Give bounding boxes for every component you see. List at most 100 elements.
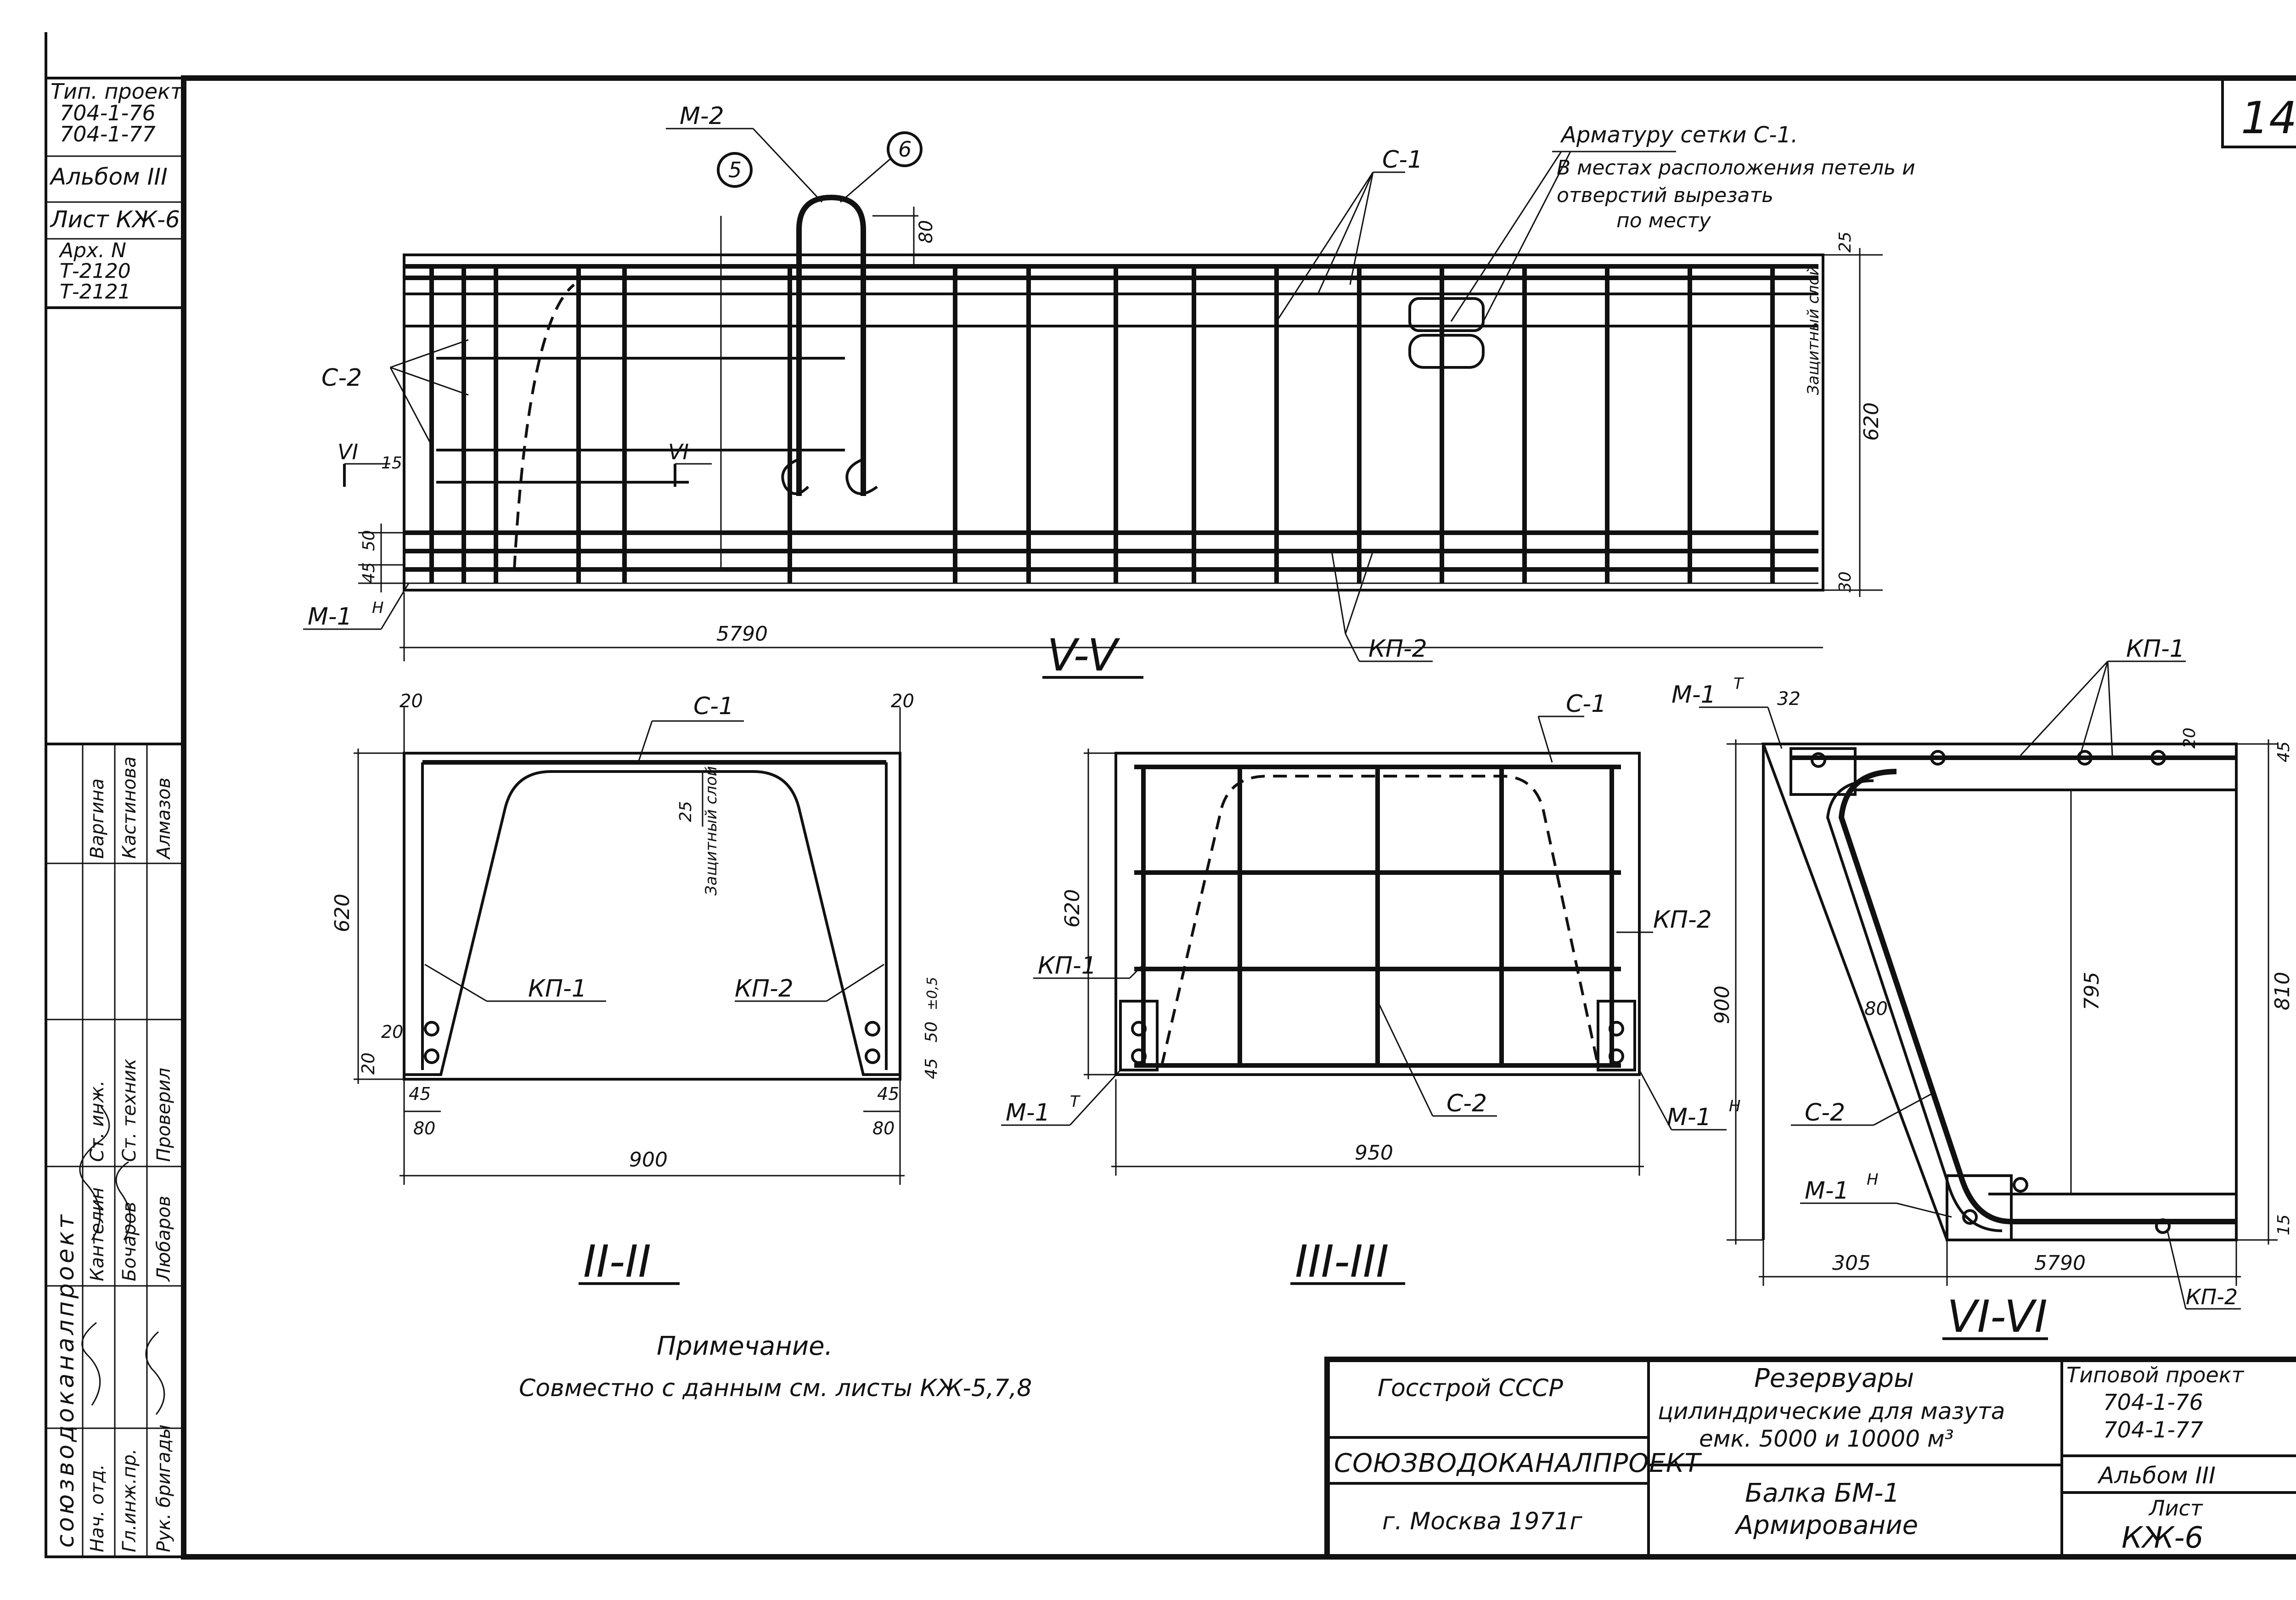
side-stamp-archive: Арх. N (58, 239, 126, 262)
title-project-line-2: цилиндрические для мазута (1658, 1398, 2005, 1425)
signature-scribble-4 (145, 1331, 165, 1415)
signature-position-2: Рук. бригады (153, 1425, 174, 1552)
title-album: Альбом III (2097, 1462, 2216, 1489)
v-note: Арматуру сетки С-1. В местах расположени… (1450, 122, 1915, 331)
vi-label-m1n-sup: Н (1867, 1171, 1879, 1189)
v-label-m1n-sup: Н (372, 599, 384, 617)
title-project-line-3: емк. 5000 и 10000 м³ (1699, 1425, 1954, 1452)
title-block: Госстрой СССР СОЮЗВОДОКАНАЛПРОЕКТ г. Мос… (1324, 1357, 2296, 1560)
side-stamp-project-number-1: 704-1-76 (60, 101, 156, 125)
title-sheet-label: Лист (2148, 1496, 2203, 1521)
v-cover-layer: Защитный слой (1804, 265, 1823, 395)
v-dim-50: 50 (360, 530, 378, 551)
vi-dim-810: 810 (2271, 972, 2294, 1010)
stirrups (429, 266, 1775, 583)
vi-dim-795: 795 (2080, 972, 2104, 1010)
ii-dim-80-right: 80 (872, 1118, 895, 1138)
side-stamp-archive-number-2: Т-2121 (60, 280, 131, 304)
ii-dim-45-c: 45 (922, 1058, 941, 1079)
title-typical-project-label: Типовой проект (2066, 1363, 2244, 1387)
vi-dim-45: 45 (2274, 741, 2293, 762)
v-label-c2: С-2 (321, 364, 362, 392)
note-text: Совместно с данным см. листы КЖ-5,7,8 (519, 1375, 1032, 1402)
ii-dim-45-right: 45 (877, 1084, 899, 1104)
ii-dim-20-d: 20 (358, 1053, 378, 1075)
v-dim-620: 620 (1860, 402, 1883, 441)
v-note-line-1: Арматуру сетки С-1. (1560, 122, 1798, 148)
vi-label-m1n: М-1 (1805, 1177, 1849, 1205)
signature-name-3: Варгина (87, 778, 108, 859)
vi-label-kp1: КП-1 (2126, 635, 2185, 663)
signature-scribble-2 (115, 1161, 131, 1240)
ii-label-kp1: КП-1 (528, 975, 587, 1003)
view-v-v: 80 М-2 5 6 С-1 Арматуру сетки С-1. В мес… (303, 102, 1915, 681)
vi-dim-305: 305 (1832, 1251, 1871, 1275)
ii-dim-25: 25 (676, 801, 695, 822)
vi-dim-5790: 5790 (2034, 1251, 2086, 1275)
note-heading: Примечание. (657, 1331, 833, 1361)
iii-label-kp2: КП-2 (1653, 906, 1712, 934)
ii-dim-620: 620 (331, 894, 354, 932)
ii-label-kp2: КП-2 (735, 975, 793, 1003)
sheet-number: 14 (2241, 92, 2296, 144)
v-label-kp2: КП-2 (1368, 635, 1427, 663)
side-stamp-archive-number-1: Т-2120 (60, 259, 131, 283)
v-cut-mark-left: VI (338, 439, 358, 464)
v-cut-mark-right: VI (668, 439, 689, 464)
signature-position-4: Ст. техник (119, 1059, 140, 1162)
v-label-m1n: М-1 (308, 603, 352, 631)
side-stamp-album: Альбом III (49, 163, 168, 190)
sheet-number-box: 14 (2221, 77, 2296, 148)
v-label-c1: С-1 (1382, 146, 1423, 174)
lifting-loop-m2 (796, 194, 866, 496)
view-vi-vi: М-1 Т 32 КП-1 20 45 810 15 795 900 80 С-… (1671, 635, 2294, 1342)
v-dim-45: 45 (360, 562, 378, 583)
signature-name-2: Любаров (153, 1196, 174, 1282)
title-drawing-line-1: Балка БМ-1 (1745, 1478, 1900, 1508)
side-stamp-project-number-2: 704-1-77 (60, 122, 156, 146)
v-note-line-2: В местах расположения петель и (1557, 156, 1915, 180)
vi-label-m1t: М-1 (1671, 681, 1716, 709)
iii-label-c1: С-1 (1566, 690, 1606, 718)
iii-label-m1t: М-1 (1006, 1099, 1050, 1127)
ii-dim-tolerance: ±0,5 (924, 977, 940, 1010)
vi-dim-80: 80 (1864, 998, 1888, 1020)
iii-label-kp1: КП-1 (1038, 952, 1097, 980)
view-iii-iii-title: III-III (1295, 1236, 1389, 1287)
callout-5: 5 (728, 158, 742, 182)
vi-dim-900: 900 (1711, 986, 1734, 1024)
view-ii-ii: 20 20 С-1 25 Защитный слой 620 КП-1 КП-2… (331, 691, 941, 1287)
iii-dim-950: 950 (1355, 1141, 1393, 1165)
signature-block: союзводоканалпроект Нач. отд. Гл.инж.пр.… (45, 743, 185, 1558)
ii-dim-50: 50 (922, 1021, 941, 1042)
signature-name-4: Кастинова (119, 756, 140, 859)
title-drawing-line-2: Армирование (1734, 1510, 1918, 1540)
v-dim-25: 25 (1836, 231, 1855, 253)
signature-position-0: Нач. отд. (87, 1464, 108, 1552)
v-dim-15: 15 (381, 454, 402, 473)
general-note: Примечание. Совместно с данным см. листы… (519, 1331, 1032, 1402)
iii-label-c2: С-2 (1446, 1090, 1487, 1117)
signature-organization: союзводоканалпроект (52, 1212, 79, 1548)
vi-dim-32: 32 (1777, 688, 1801, 710)
signature-scribble-3 (81, 1322, 101, 1406)
iii-label-m1n-sup: Н (1729, 1097, 1741, 1115)
title-gosstroy: Госстрой СССР (1378, 1375, 1563, 1402)
title-typical-project-number-2: 704-1-77 (2103, 1417, 2203, 1443)
iii-label-m1t-sup: Т (1070, 1093, 1080, 1111)
ii-dim-45-left: 45 (409, 1084, 431, 1104)
callout-6: 6 (898, 137, 912, 162)
v-dim-5790: 5790 (716, 622, 768, 646)
title-sheet-code: КЖ-6 (2122, 1521, 2203, 1555)
vi-dim-20: 20 (2180, 727, 2199, 749)
vi-dim-15: 15 (2274, 1214, 2293, 1235)
ii-dim-20-left: 20 (400, 691, 423, 712)
ii-dim-80-left: 80 (413, 1118, 435, 1138)
side-stamp-sheet: Лист КЖ-6 (50, 206, 180, 233)
ii-dim-20-right: 20 (891, 691, 914, 712)
title-typical-project-number-1: 704-1-76 (2103, 1390, 2203, 1415)
ii-dim-900: 900 (629, 1148, 668, 1172)
view-ii-ii-title: II-II (583, 1236, 651, 1287)
title-project-line-1: Резервуары (1754, 1363, 1914, 1393)
